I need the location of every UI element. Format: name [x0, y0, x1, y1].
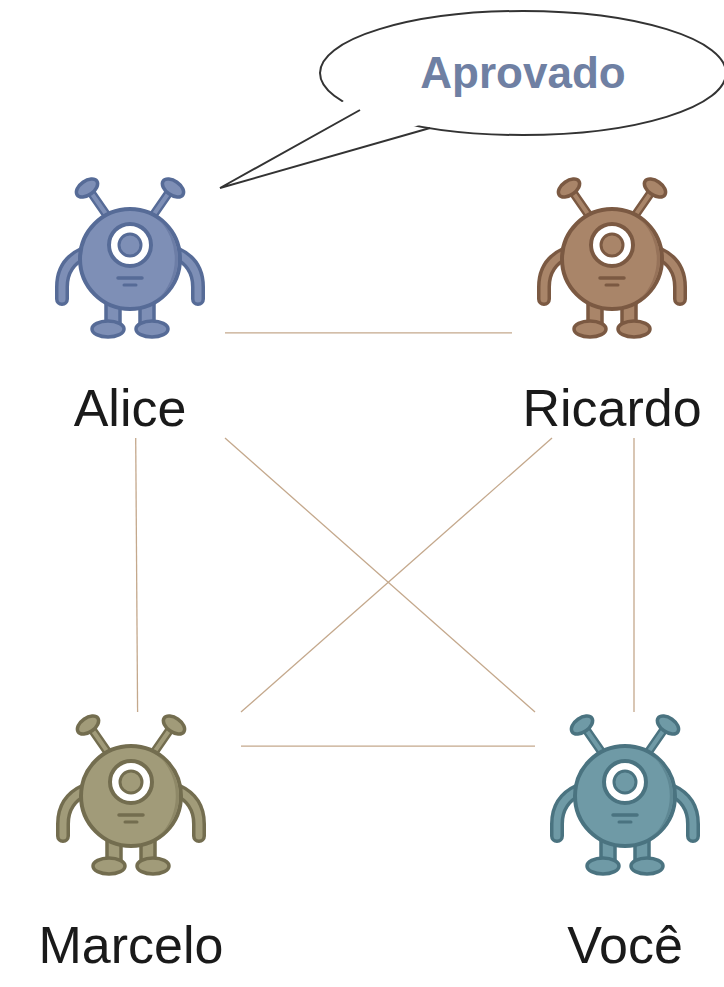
figure-part: [220, 110, 430, 188]
figure-part: [90, 191, 108, 217]
figure-part: [634, 191, 652, 217]
figure-part: [220, 98, 448, 188]
figure-part: [74, 712, 102, 737]
figure-part: [575, 746, 675, 846]
figure-part: [158, 219, 178, 299]
figure-part: [568, 712, 596, 737]
bubble-text: Aprovado: [420, 48, 625, 98]
robot-node: Ricardo: [512, 175, 712, 438]
figure-part: [109, 224, 151, 266]
figure-part: [555, 175, 583, 200]
figure-part: [654, 712, 682, 737]
figure-part: [587, 858, 619, 874]
robot-figure: [532, 175, 692, 340]
figure-part: [153, 728, 171, 754]
figure-part: [110, 761, 152, 803]
robot-figure: [50, 175, 210, 340]
connector-line: [136, 438, 138, 712]
figure-part: [653, 756, 673, 836]
figure-part: [647, 728, 665, 754]
figure-part: [601, 234, 623, 256]
figure-part: [618, 321, 650, 337]
figure-part: [152, 191, 170, 217]
figure-part: [619, 821, 631, 824]
connector-line: [225, 438, 535, 712]
figure-part: [606, 284, 618, 287]
figure-part: [93, 858, 125, 874]
figure-part: [640, 219, 660, 299]
figure-part: [614, 771, 636, 793]
figure-part: [73, 175, 101, 200]
figure-part: [641, 175, 669, 200]
robot-name: Alice: [35, 378, 225, 438]
connector-line: [241, 746, 535, 747]
figure-part: [613, 813, 637, 817]
figure-part: [159, 756, 179, 836]
figure-part: [92, 321, 124, 337]
connector-line: [633, 438, 634, 712]
figure-part: [600, 276, 624, 280]
connector-line: [241, 438, 552, 712]
figure-part: [160, 712, 188, 737]
robot-name: Você: [535, 915, 715, 975]
figure-part: [119, 813, 143, 817]
figure-part: [159, 175, 187, 200]
figure-part: [574, 321, 606, 337]
figure-part: [80, 209, 180, 309]
figure-part: [90, 191, 108, 217]
figure-part: [562, 209, 662, 309]
figure-part: [136, 321, 168, 337]
figure-part: [604, 761, 646, 803]
robot-node: Marcelo: [21, 712, 241, 975]
figure-part: [120, 771, 142, 793]
figure-part: [152, 191, 170, 217]
connector-line: [225, 332, 512, 333]
speech-bubble: Aprovado: [318, 8, 724, 138]
robot-figure: [545, 712, 705, 877]
figure-part: [91, 728, 109, 754]
figure-part: [585, 728, 603, 754]
figure-part: [634, 191, 652, 217]
figure-part: [591, 224, 633, 266]
figure-part: [119, 234, 141, 256]
figure-part: [91, 728, 109, 754]
figure-part: [125, 821, 137, 824]
figure-part: [585, 728, 603, 754]
figure-part: [137, 858, 169, 874]
figure-part: [153, 728, 171, 754]
robot-name: Marcelo: [21, 915, 241, 975]
robot-name: Ricardo: [512, 378, 712, 438]
robot-figure: [51, 712, 211, 877]
bubble-content: Aprovado: [318, 8, 724, 138]
figure-part: [572, 191, 590, 217]
figure-part: [647, 728, 665, 754]
figure-part: [572, 191, 590, 217]
robot-node: Você: [535, 712, 715, 975]
figure-part: [631, 858, 663, 874]
figure-part: [118, 276, 142, 280]
figure-part: [81, 746, 181, 846]
figure-part: [124, 284, 136, 287]
robot-node: Alice: [35, 175, 225, 438]
